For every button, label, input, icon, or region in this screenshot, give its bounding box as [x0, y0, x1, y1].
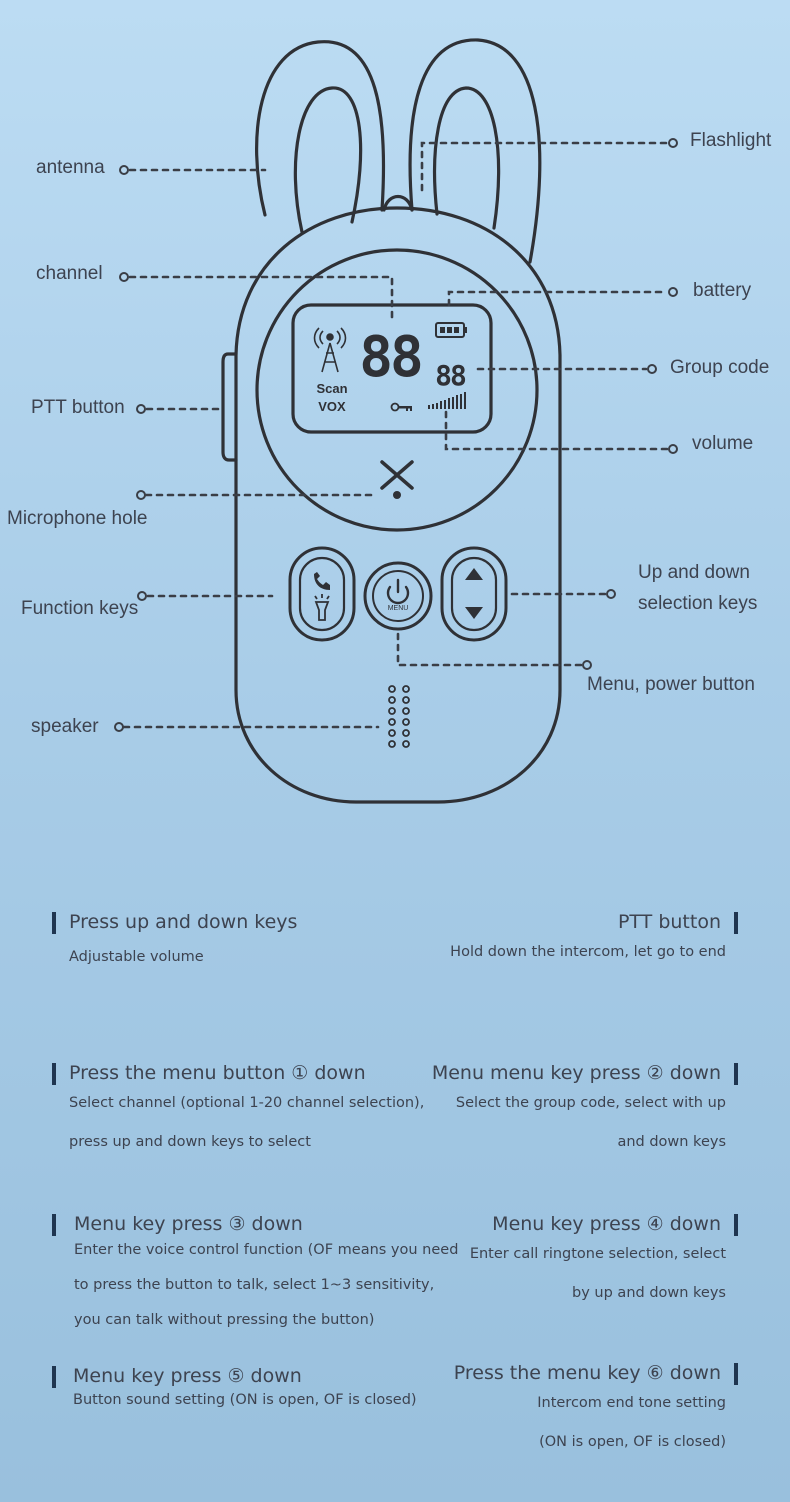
instruction-menu-6: Press the menu key ⑥ down Intercom end t…	[358, 1362, 738, 1462]
leader-flashlight	[420, 141, 669, 192]
instruction-line: Enter call ringtone selection, select	[469, 1246, 726, 1262]
lcd-group-digits: 88	[435, 359, 466, 392]
instruction-line: Hold down the intercom, let go to end	[450, 944, 726, 960]
instruction-line: (ON is open, OF is closed)	[539, 1434, 726, 1450]
instruction-line: by up and down keys	[572, 1285, 726, 1301]
label-microphone-hole: Microphone hole	[7, 508, 148, 529]
instruction-menu-2: Menu menu key press ② down Select the gr…	[358, 1062, 738, 1162]
instruction-title: Menu key press ④ down	[358, 1213, 738, 1236]
flashlight-key-icon	[314, 594, 330, 621]
right-ear-inner	[433, 86, 501, 230]
instruction-line: Adjustable volume	[69, 949, 204, 965]
leader-endpoints	[114, 138, 678, 732]
instruction-line: Intercom end tone setting	[537, 1395, 726, 1411]
instruction-title: Menu key press ⑤ down	[52, 1365, 432, 1388]
label-up-down-keys-1: Up and down	[638, 562, 750, 583]
leader-battery	[447, 290, 669, 307]
instruction-title: Press up and down keys	[52, 911, 432, 934]
left-ear-outline	[255, 40, 386, 217]
volume-bars-icon	[428, 392, 466, 409]
instruction-menu-1: Press the menu button ① down Select chan…	[52, 1062, 432, 1162]
instruction-line: press up and down keys to select	[69, 1134, 311, 1150]
ptt-side-button	[221, 352, 238, 462]
label-menu-power-button: Menu, power button	[587, 674, 755, 695]
instruction-menu-4: Menu key press ④ down Enter call rington…	[358, 1213, 738, 1313]
right-ear-outline	[408, 38, 542, 264]
menu-key-label: MENU	[388, 605, 409, 612]
instruction-line: Select the group code, select with up	[455, 1095, 726, 1111]
instruction-title: Press the menu button ① down	[52, 1062, 432, 1085]
label-function-keys: Function keys	[21, 598, 139, 619]
flashlight-nub	[382, 194, 414, 212]
instruction-line: and down keys	[617, 1134, 726, 1150]
microphone-hole-icon	[380, 460, 414, 499]
down-arrow-icon	[465, 607, 483, 619]
label-flashlight: Flashlight	[690, 130, 772, 151]
label-speaker: speaker	[31, 716, 99, 737]
function-keys	[288, 546, 356, 642]
leader-volume	[444, 410, 669, 451]
instruction-line: you can talk without pressing the button…	[74, 1312, 375, 1328]
instruction-title: PTT button	[358, 911, 738, 934]
face-circle	[255, 248, 539, 532]
instruction-menu-5: Menu key press ⑤ down Button sound setti…	[52, 1365, 432, 1420]
label-volume: volume	[692, 433, 754, 454]
device-body	[234, 206, 562, 804]
up-down-keys	[440, 546, 508, 642]
lcd-vox: VOX	[318, 399, 346, 414]
instruction-line: to press the button to talk, select 1~3 …	[74, 1277, 435, 1293]
walkie-talkie-diagram: Scan VOX 88 88	[114, 38, 678, 804]
instruction-menu-3: Menu key press ③ down Enter the voice co…	[52, 1213, 472, 1338]
label-ptt-button: PTT button	[31, 397, 125, 418]
instruction-updown: Press up and down keys Adjustable volume	[52, 911, 432, 977]
label-up-down-keys-2: selection keys	[638, 593, 758, 614]
label-channel: channel	[36, 263, 103, 284]
lcd-channel-digits: 88	[359, 325, 421, 390]
left-ear-inner	[293, 86, 363, 234]
instruction-line: Enter the voice control function (OF mea…	[74, 1242, 459, 1258]
instruction-line: Select channel (optional 1-20 channel se…	[69, 1095, 425, 1111]
phone-icon	[314, 572, 330, 590]
menu-power-button	[363, 561, 433, 631]
speaker-grille	[388, 685, 410, 748]
lcd-scan: Scan	[316, 381, 347, 396]
up-arrow-icon	[465, 568, 483, 580]
instruction-title: Menu key press ③ down	[52, 1213, 472, 1236]
instruction-ptt: PTT button Hold down the intercom, let g…	[358, 911, 738, 972]
instruction-title: Menu menu key press ② down	[358, 1062, 738, 1085]
lcd-content: Scan VOX 88 88	[313, 322, 468, 414]
leader-lines	[122, 141, 669, 729]
label-group-code: Group code	[670, 357, 770, 378]
label-battery: battery	[693, 280, 752, 301]
battery-icon	[435, 322, 467, 338]
signal-tower-icon	[313, 327, 347, 373]
key-icon	[390, 402, 412, 412]
label-antenna: antenna	[36, 157, 105, 178]
instruction-title: Press the menu key ⑥ down	[358, 1362, 738, 1385]
instruction-line: Button sound setting (ON is open, OF is …	[73, 1392, 417, 1408]
leader-channel	[128, 275, 394, 320]
leader-menu	[396, 632, 584, 667]
